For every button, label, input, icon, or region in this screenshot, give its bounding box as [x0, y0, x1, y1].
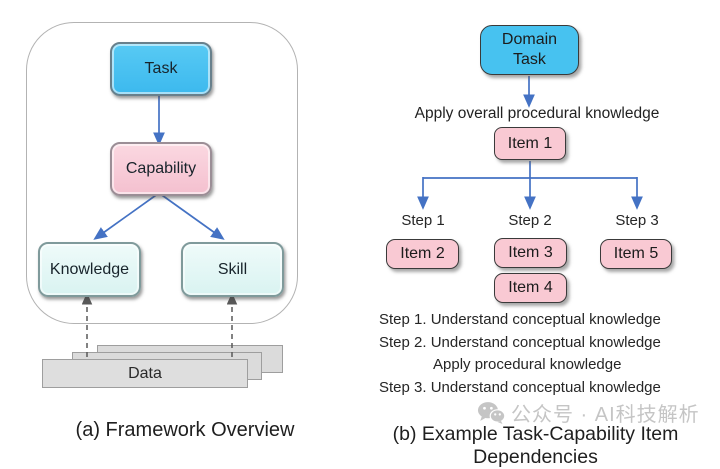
item2-label: Item 2 — [400, 245, 445, 262]
node-item5: Item 5 — [600, 239, 672, 269]
watermark: 公众号 · AI科技解析 — [477, 398, 700, 427]
caption-a: (a) Framework Overview — [75, 419, 295, 441]
knowledge-label: Knowledge — [49, 260, 130, 278]
skill-label: Skill — [217, 260, 248, 278]
step2-label: Step 2 — [508, 212, 552, 229]
item1-label: Item 1 — [507, 134, 553, 152]
data-sheet-front: Data — [42, 359, 248, 388]
item3-label: Item 3 — [508, 244, 553, 261]
domain-task-label: Domain Task — [501, 31, 558, 68]
node-domain-task: Domain Task — [480, 25, 579, 75]
wechat-icon — [477, 402, 505, 424]
node-item1: Item 1 — [494, 127, 566, 160]
note-step2: Step 2. Understand conceptual knowledge — [379, 333, 661, 351]
capability-label: Capability — [125, 160, 197, 177]
edge-label: Apply overall procedural knowledge — [414, 105, 660, 122]
node-skill: Skill — [181, 242, 284, 297]
node-item3: Item 3 — [494, 238, 567, 268]
data-label: Data — [128, 364, 162, 382]
step1-label: Step 1 — [401, 212, 445, 229]
node-item4: Item 4 — [494, 273, 567, 303]
node-knowledge: Knowledge — [38, 242, 141, 297]
caption-b: (b) Example Task-Capability Item Depende… — [392, 423, 679, 468]
note-step1: Step 1. Understand conceptual knowledge — [379, 311, 661, 328]
item4-label: Item 4 — [508, 279, 553, 296]
step-notes: Step 1. Understand conceptual knowledge … — [379, 309, 709, 399]
watermark-text: 公众号 · AI科技解析 — [511, 404, 700, 426]
node-item2: Item 2 — [386, 239, 459, 269]
node-capability: Capability — [110, 142, 212, 196]
note-step3: Step 3. Understand conceptual knowledge — [379, 378, 661, 396]
node-task: Task — [110, 42, 212, 96]
task-label: Task — [144, 60, 178, 77]
step3-label: Step 3 — [615, 212, 659, 229]
note-step2b: Apply procedural knowledge — [433, 356, 622, 373]
item5-label: Item 5 — [613, 245, 659, 262]
